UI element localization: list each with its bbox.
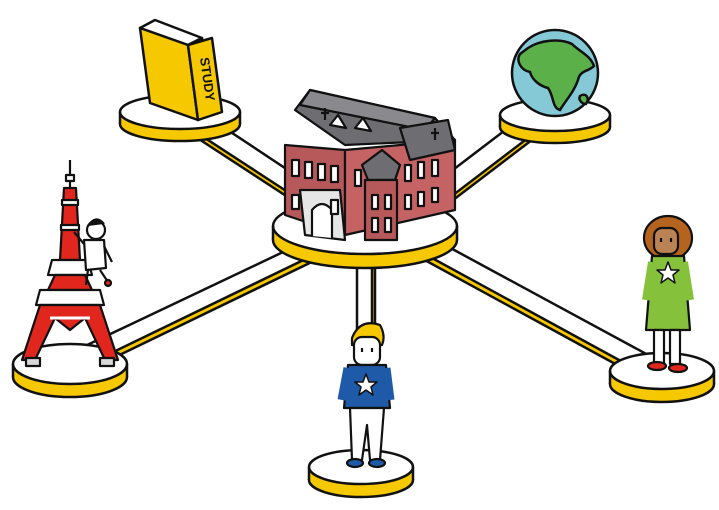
- platform-left: [11, 342, 129, 399]
- tower-icon: [20, 160, 120, 368]
- platform-bottom: [307, 448, 415, 499]
- book-spine-text: STUDY: [197, 56, 218, 102]
- platform-right: [608, 351, 716, 404]
- building-icon: [283, 88, 457, 242]
- book-icon: STUDY: [138, 18, 224, 122]
- globe-icon: [510, 28, 600, 118]
- climber-icon: [73, 218, 113, 288]
- boy-icon: [337, 322, 395, 469]
- girl-icon: [642, 214, 694, 374]
